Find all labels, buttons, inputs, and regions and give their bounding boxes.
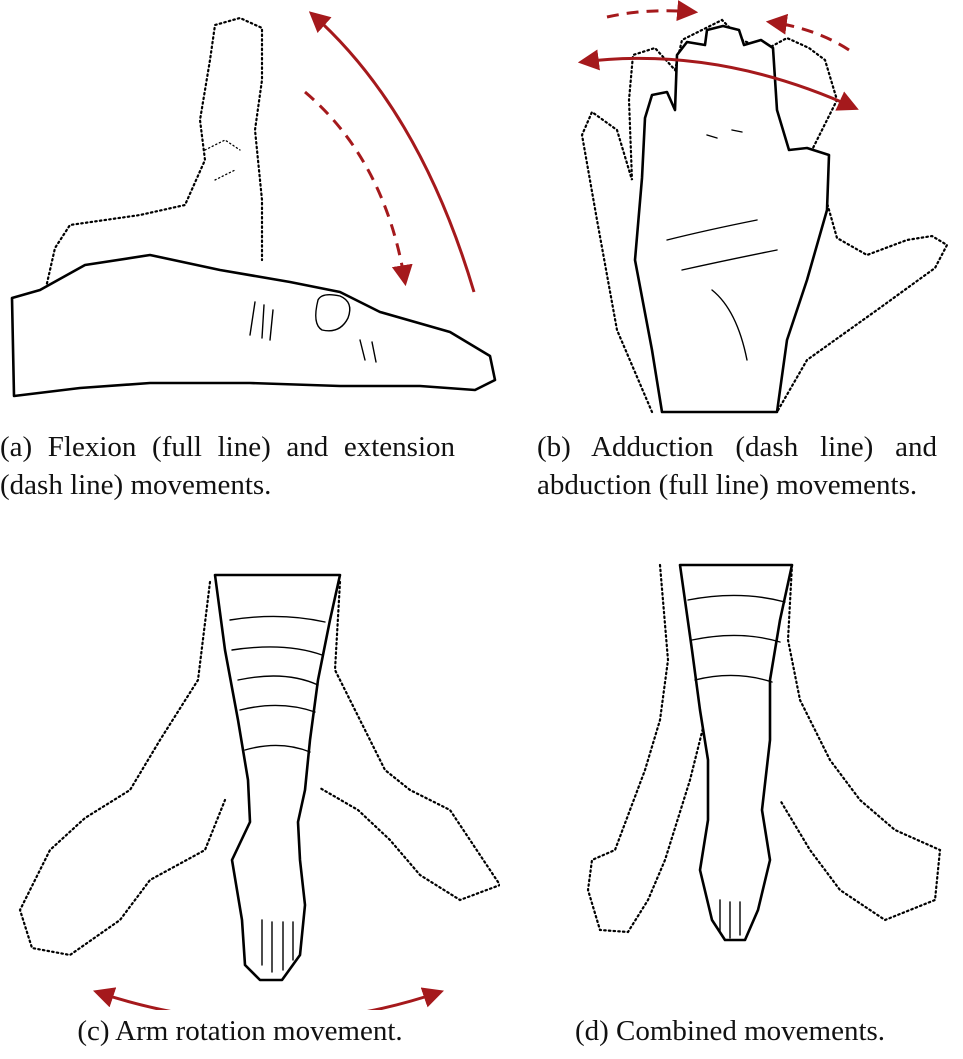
panel-b: (b) Adduction (dash line) and abduction … <box>537 0 963 420</box>
panel-a: (a) Flexion (full line) and extension (d… <box>0 0 500 420</box>
panel-c: (c) Arm rotation movement. <box>0 560 500 1010</box>
caption-d: (d) Combined movements. <box>497 1012 963 1050</box>
panel-d: (d) Combined movements. <box>540 560 963 1010</box>
hand-flexed-outline <box>12 255 495 396</box>
flexion-arrow <box>312 14 474 292</box>
hand-neutral-outline <box>635 26 829 412</box>
arm-neutral-outline <box>215 575 340 980</box>
caption-a: (a) Flexion (full line) and extension (d… <box>0 428 455 504</box>
combined-movements-illustration <box>540 560 963 1010</box>
arm-combined-right-outline <box>780 565 940 920</box>
adduction-arrow-left <box>607 11 694 17</box>
hand-adduction-abduction-illustration <box>537 0 963 420</box>
caption-c: (c) Arm rotation movement. <box>0 1012 480 1050</box>
arm-rotated-left-outline <box>20 582 225 955</box>
rotation-arrow <box>97 992 440 1010</box>
arm-rotated-right-outline <box>320 582 500 900</box>
hand-extended-knuckle-detail <box>205 140 240 180</box>
caption-b: (b) Adduction (dash line) and abduction … <box>537 428 937 504</box>
arm-rotation-illustration <box>0 560 500 1010</box>
hand-flexion-extension-illustration <box>0 0 500 420</box>
adduction-arrow-right <box>770 22 849 50</box>
extension-arrow <box>305 92 405 282</box>
